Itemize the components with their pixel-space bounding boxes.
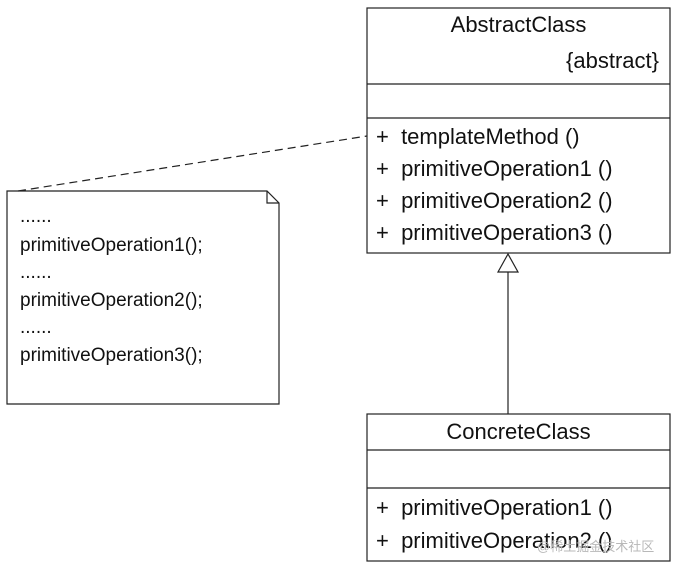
note-line: ...... <box>20 317 52 338</box>
operation-template-method: + templateMethod () <box>376 124 580 149</box>
operation-primitive-1: + primitiveOperation1 () <box>376 156 613 181</box>
abstract-class-stereotype: {abstract} <box>566 48 659 73</box>
note-folded-corner <box>266 191 279 204</box>
abstract-class-box <box>366 7 671 254</box>
note-anchor-line <box>17 135 368 192</box>
operation-primitive-3: + primitiveOperation3 () <box>376 220 613 245</box>
concrete-operation-primitive-1: + primitiveOperation1 () <box>376 495 613 520</box>
note-line: primitiveOperation2(); <box>20 290 203 311</box>
note-box <box>6 190 280 405</box>
abstract-class-name: AbstractClass <box>450 12 587 37</box>
concrete-operation-primitive-2: + primitiveOperation2 () <box>376 528 613 553</box>
operation-primitive-2: + primitiveOperation2 () <box>376 188 613 213</box>
note-line: ...... <box>20 262 52 283</box>
concrete-class-name: ConcreteClass <box>446 419 591 444</box>
generalization-arrowhead <box>496 252 520 273</box>
watermark: @稀土掘金技术社区 <box>537 539 655 554</box>
note-line: ...... <box>20 206 52 227</box>
note-line: primitiveOperation3(); <box>20 345 203 366</box>
note-line: primitiveOperation1(); <box>20 235 203 256</box>
